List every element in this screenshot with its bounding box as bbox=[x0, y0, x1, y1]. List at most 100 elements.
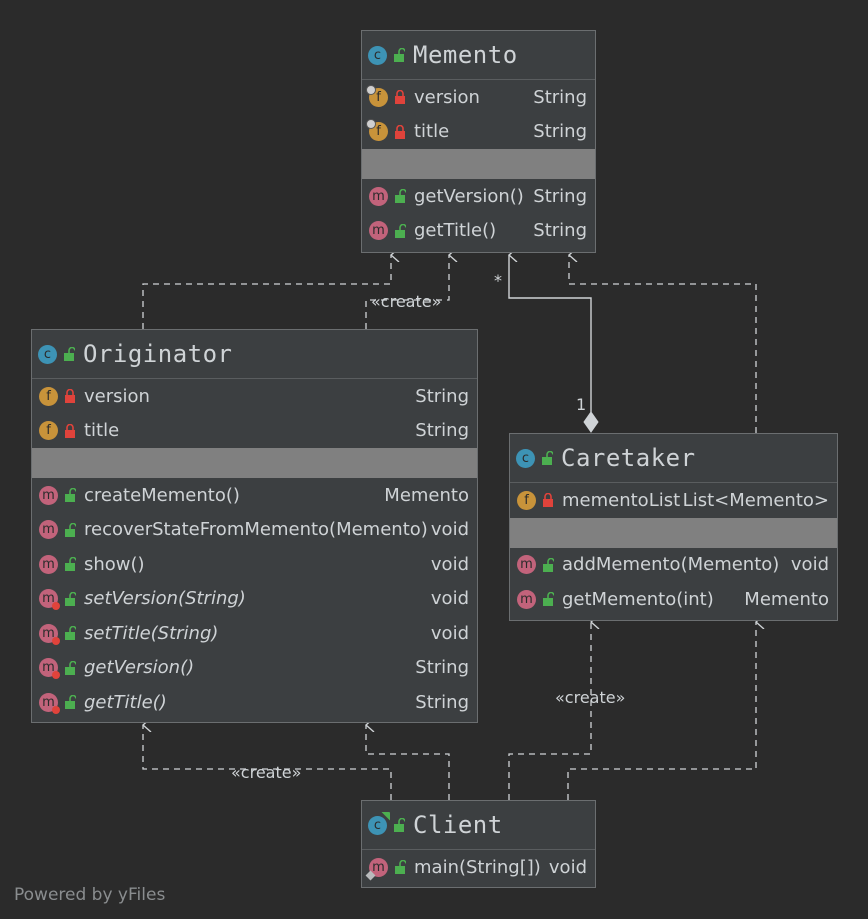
method-name: setTitle(String) bbox=[84, 622, 219, 644]
method-name: addMemento(Memento) bbox=[562, 554, 780, 576]
field-type: String bbox=[415, 420, 469, 442]
class-icon: c bbox=[516, 448, 535, 468]
public-lock-icon bbox=[65, 488, 76, 503]
edge-client-originator-dep bbox=[366, 725, 450, 800]
public-lock-icon bbox=[394, 48, 405, 62]
class-originator[interactable]: c Originator f version String f title St… bbox=[31, 329, 478, 723]
public-lock-icon bbox=[543, 557, 554, 572]
method-row[interactable]: m getTitle() String bbox=[32, 685, 477, 720]
field-icon: f bbox=[39, 386, 58, 406]
method-icon: m bbox=[39, 520, 58, 540]
edge-client-caretaker-dep bbox=[567, 622, 756, 800]
public-lock-icon bbox=[65, 557, 76, 572]
field-icon: f bbox=[366, 119, 388, 142]
method-name: getMemento(int) bbox=[562, 588, 714, 610]
public-lock-icon bbox=[64, 347, 75, 361]
class-memento[interactable]: c Memento f version String f title Strin… bbox=[361, 30, 596, 253]
class-caretaker[interactable]: c Caretaker f mementoList List<Memento> … bbox=[509, 433, 838, 621]
public-lock-icon bbox=[65, 591, 76, 606]
class-header: c Client bbox=[362, 801, 595, 850]
edge-originator-memento-dep bbox=[142, 255, 391, 329]
public-lock-icon bbox=[542, 451, 553, 465]
method-name: main(String[]) bbox=[414, 856, 541, 878]
private-lock-icon bbox=[395, 90, 405, 105]
section-separator bbox=[510, 517, 837, 548]
method-row[interactable]: m getMemento(int) Memento bbox=[510, 582, 837, 617]
private-lock-icon bbox=[65, 423, 75, 438]
label-originator-create-memento: «create» bbox=[371, 292, 442, 311]
method-row[interactable]: m main(String[]) void bbox=[362, 850, 595, 885]
method-row[interactable]: m setVersion(String) void bbox=[32, 582, 477, 617]
method-type: void bbox=[430, 622, 469, 644]
class-name: Caretaker bbox=[561, 444, 696, 472]
method-name: createMemento() bbox=[84, 484, 240, 506]
field-name: title bbox=[84, 420, 120, 442]
field-row[interactable]: f title String bbox=[32, 414, 477, 449]
field-name: mementoList bbox=[562, 489, 681, 511]
public-lock-icon bbox=[65, 626, 76, 641]
method-row[interactable]: m getTitle() String bbox=[362, 214, 595, 249]
multiplicity-one: 1 bbox=[576, 395, 587, 414]
field-name: version bbox=[414, 86, 480, 108]
field-type: String bbox=[533, 121, 587, 143]
class-header: c Memento bbox=[362, 31, 595, 80]
field-icon: f bbox=[39, 421, 58, 441]
method-icon: m bbox=[39, 658, 60, 680]
field-row[interactable]: f version String bbox=[362, 80, 595, 115]
method-icon: m bbox=[369, 221, 388, 241]
edge-client-originator-create bbox=[143, 725, 392, 800]
method-name: setVersion(String) bbox=[84, 588, 246, 610]
method-type: Memento bbox=[384, 484, 469, 506]
method-name: getTitle() bbox=[84, 691, 167, 713]
class-icon: c bbox=[368, 811, 390, 835]
method-name: recoverStateFromMemento(Memento) bbox=[84, 519, 428, 541]
multiplicity-many: * bbox=[494, 271, 502, 290]
field-icon: f bbox=[366, 84, 388, 107]
method-name: getTitle() bbox=[414, 220, 497, 242]
public-lock-icon bbox=[543, 592, 554, 607]
field-type: String bbox=[415, 385, 469, 407]
method-row[interactable]: m createMemento() Memento bbox=[32, 478, 477, 513]
method-type: void bbox=[430, 553, 469, 575]
method-row[interactable]: m addMemento(Memento) void bbox=[510, 548, 837, 583]
edge-client-caretaker-create bbox=[508, 622, 591, 800]
public-lock-icon bbox=[65, 660, 76, 675]
class-icon: c bbox=[368, 45, 387, 65]
class-client[interactable]: c Client m main(String[]) void bbox=[361, 800, 596, 888]
method-icon: m bbox=[39, 623, 60, 645]
method-icon: m bbox=[39, 554, 58, 574]
public-lock-icon bbox=[394, 818, 405, 832]
aggregation-diamond bbox=[583, 411, 599, 433]
method-row[interactable]: m getVersion() String bbox=[32, 651, 477, 686]
method-name: getVersion() bbox=[84, 657, 195, 679]
class-name: Originator bbox=[83, 340, 233, 368]
public-lock-icon bbox=[65, 522, 76, 537]
class-name: Client bbox=[413, 811, 503, 839]
method-icon: m bbox=[517, 589, 536, 609]
field-type: List<Memento> bbox=[682, 489, 829, 511]
method-type: void bbox=[430, 519, 469, 541]
method-icon: m bbox=[39, 589, 60, 611]
field-type: String bbox=[533, 86, 587, 108]
method-row[interactable]: m show() void bbox=[32, 547, 477, 582]
field-row[interactable]: f title String bbox=[362, 115, 595, 150]
public-lock-icon bbox=[65, 695, 76, 710]
method-name: getVersion() bbox=[414, 185, 524, 207]
label-client-create-originator: «create» bbox=[231, 763, 302, 782]
class-header: c Originator bbox=[32, 330, 477, 379]
method-row[interactable]: m setTitle(String) void bbox=[32, 616, 477, 651]
method-type: String bbox=[533, 220, 587, 242]
method-type: String bbox=[533, 185, 587, 207]
method-row[interactable]: m recoverStateFromMemento(Memento) void bbox=[32, 513, 477, 548]
method-icon: m bbox=[39, 692, 60, 714]
public-lock-icon bbox=[395, 189, 406, 204]
label-client-create-caretaker: «create» bbox=[555, 688, 626, 707]
edge-caretaker-memento-dep bbox=[569, 255, 757, 433]
field-row[interactable]: f mementoList List<Memento> bbox=[510, 483, 837, 518]
method-row[interactable]: m getVersion() String bbox=[362, 179, 595, 214]
field-row[interactable]: f version String bbox=[32, 379, 477, 414]
private-lock-icon bbox=[65, 389, 75, 404]
method-type: Memento bbox=[744, 588, 829, 610]
method-icon: m bbox=[517, 555, 536, 575]
